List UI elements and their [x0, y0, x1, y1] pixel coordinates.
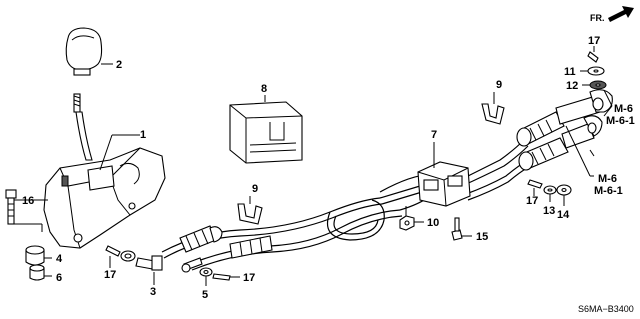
ref-top-m6: M-6 [614, 103, 633, 115]
cable-end-upper [516, 89, 613, 147]
callout-12: 12 [566, 80, 578, 92]
callout-16: 16 [22, 195, 34, 207]
bushing-4 [25, 245, 52, 266]
callout-17-top: 17 [588, 35, 600, 47]
bolt-15 [451, 217, 472, 241]
front-direction-label: FR. [590, 13, 605, 23]
callout-7: 7 [431, 129, 437, 141]
bolt-3 [135, 255, 163, 285]
callout-17-bottom: 17 [243, 272, 255, 284]
callout-17-right: 17 [526, 195, 538, 207]
callout-8: 8 [261, 83, 267, 95]
washer-13 [543, 185, 557, 202]
shift-lever [73, 93, 93, 161]
reference-leaders [565, 89, 613, 177]
pin-17-bottom [212, 273, 240, 281]
collar-6 [29, 264, 52, 281]
washer-5 [199, 267, 213, 286]
cable-bracket-7 [417, 142, 471, 207]
pin-17-lower-right [527, 179, 543, 196]
callout-17-left: 17 [104, 269, 116, 281]
callout-9-left: 9 [252, 183, 258, 195]
cable-end-bushing [120, 250, 136, 262]
callout-1: 1 [140, 129, 146, 141]
ref-bottom-m6: M-6 [598, 173, 617, 185]
arrow-icon [608, 6, 634, 22]
callout-15: 15 [476, 231, 488, 243]
washer-11 [580, 66, 605, 76]
cable-end-rod [181, 257, 203, 273]
diagram-code: S6MA−B3400 [578, 304, 634, 314]
cable-adjuster-left [179, 225, 223, 253]
pin-17-top-right [587, 46, 599, 63]
callout-14: 14 [557, 209, 570, 221]
shift-lever-housing [43, 134, 166, 249]
callout-13: 13 [543, 205, 555, 217]
section-references: M-6 M-6-1 M-6 M-6-1 [594, 103, 635, 197]
callout-4: 4 [56, 253, 63, 265]
callout-3: 3 [150, 286, 156, 298]
pin-17-left [105, 245, 121, 268]
cable-end-lower [518, 115, 603, 171]
front-direction-arrow: FR. [590, 6, 634, 23]
bolt-16 [5, 189, 48, 232]
nut-10 [399, 206, 424, 231]
callout-labels: 1 2 3 4 5 6 7 8 9 9 10 11 12 13 14 15 16… [22, 35, 600, 301]
callout-11: 11 [564, 66, 576, 78]
callout-2: 2 [116, 59, 122, 71]
washer-12 [582, 80, 607, 90]
callout-5: 5 [202, 289, 208, 301]
callout-6: 6 [56, 272, 62, 284]
ref-top-m61: M-6-1 [606, 115, 635, 127]
callout-9-right: 9 [496, 79, 502, 91]
cable-adjuster-lower [229, 235, 273, 259]
clip-9-left [237, 196, 263, 225]
shift-cables [161, 139, 531, 271]
shift-knob [65, 27, 113, 76]
ref-bottom-m61: M-6-1 [594, 185, 623, 197]
clip-9-right [481, 92, 505, 125]
washer-14 [556, 184, 572, 206]
insulator-8 [229, 95, 303, 164]
callout-10: 10 [427, 217, 439, 229]
